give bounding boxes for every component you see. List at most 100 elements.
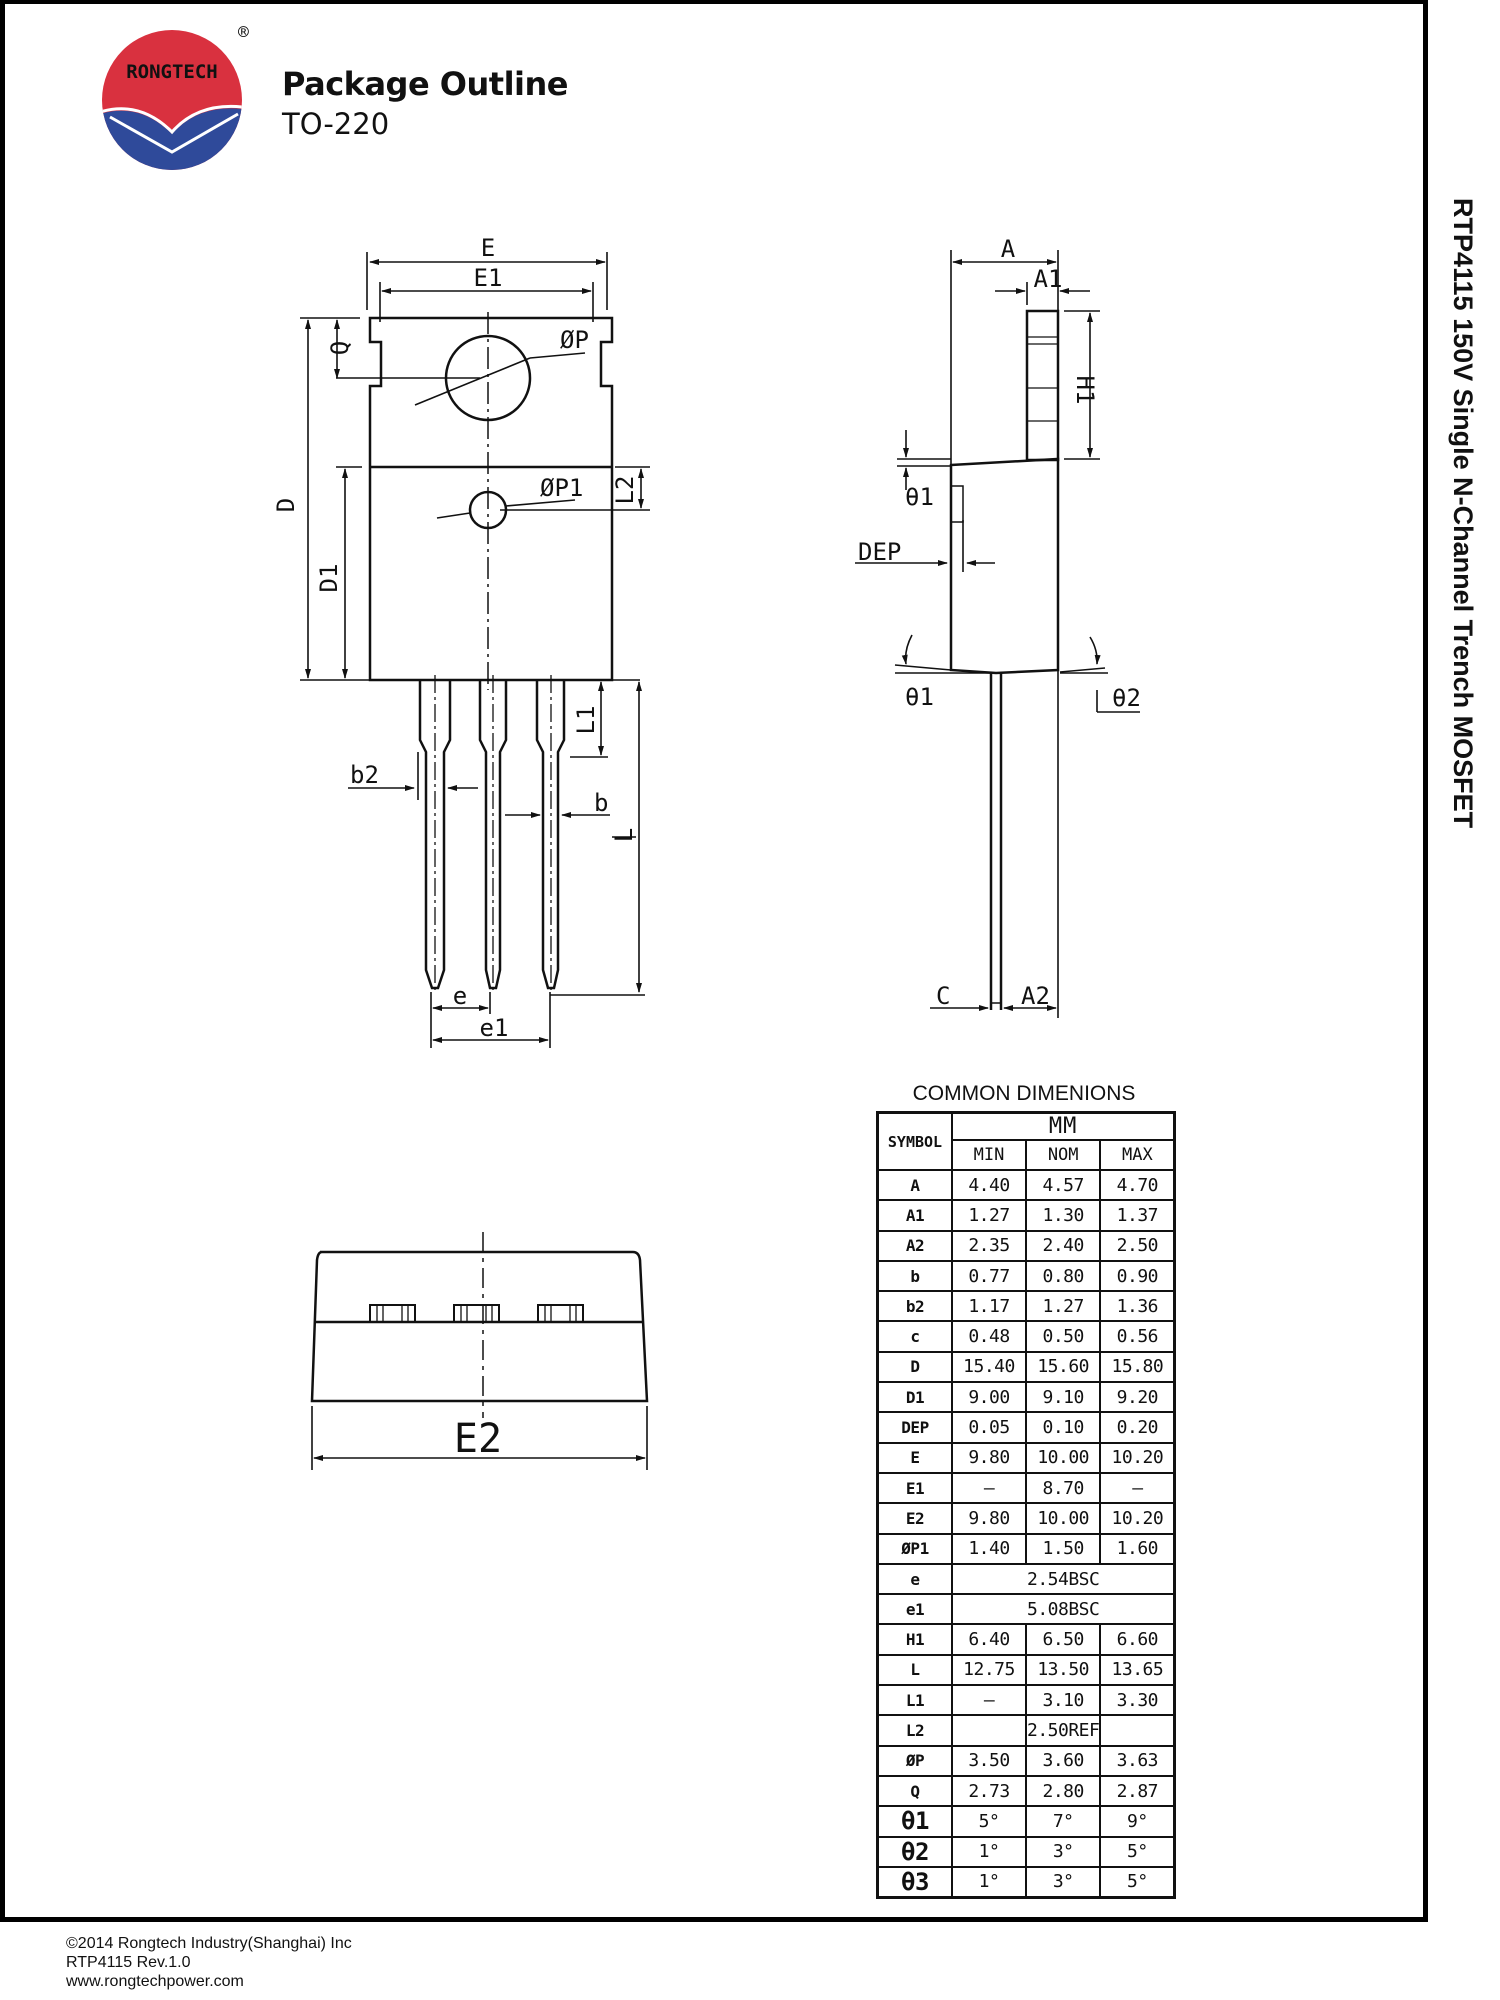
label-DEP: DEP (858, 538, 901, 566)
min-cell: 15.40 (951, 1350, 1027, 1384)
nom-cell: 15.60 (1024, 1350, 1102, 1384)
symbol-cell: E2 (876, 1502, 953, 1535)
table-row: E1–8.70– (876, 1471, 1176, 1505)
max-cell: 3.63 (1099, 1744, 1176, 1777)
page-title: Package Outline (282, 65, 568, 103)
label-P1: ØP1 (540, 474, 583, 502)
min-cell: 9.00 (951, 1381, 1027, 1414)
max-cell: 15.80 (1099, 1350, 1176, 1384)
nom-cell: 2.80 (1024, 1774, 1102, 1808)
label-L: L (610, 828, 638, 842)
label-H1: H1 (1071, 376, 1099, 405)
max-cell: 6.60 (1099, 1623, 1176, 1656)
nom-cell: 10.00 (1024, 1502, 1102, 1535)
website-link[interactable]: www.rongtechpower.com (66, 1973, 244, 1990)
label-e: e (453, 982, 467, 1010)
nom-cell: 9.10 (1024, 1381, 1102, 1414)
min-cell: – (951, 1471, 1027, 1505)
nom-cell: 3.10 (1024, 1684, 1102, 1717)
symbol-cell: E (876, 1441, 953, 1474)
rongtech-logo: RONGTECH ® (102, 22, 249, 170)
min-cell: – (951, 1684, 1027, 1717)
nom-cell: 13.50 (1024, 1653, 1102, 1687)
nom-cell: 1.30 (1024, 1199, 1102, 1232)
nom-cell: 3° (1024, 1865, 1102, 1899)
front-view-labels: E E1 ØP ØP1 D D1 Q L2 L1 L b2 b e e1 (272, 234, 639, 1042)
label-theta1-bottom: θ1 (905, 683, 934, 711)
min-cell (951, 1714, 1027, 1747)
max-header: MAX (1099, 1139, 1176, 1171)
label-b: b (594, 789, 608, 817)
max-cell: 2.50 (1099, 1229, 1176, 1262)
symbol-cell: ØP1 (876, 1532, 953, 1565)
symbol-cell: D1 (876, 1381, 953, 1414)
label-theta2: θ2 (1112, 684, 1141, 712)
side-view-labels: A A1 H1 θ1 DEP θ1 θ2 C A2 (858, 235, 1141, 1010)
symbol-cell: b (876, 1259, 953, 1293)
revision: RTP4115 Rev.1.0 (66, 1954, 191, 1971)
value-cell-span: 2.54BSC (951, 1562, 1176, 1596)
symbol-cell: A1 (876, 1199, 953, 1232)
min-cell: 2.73 (951, 1774, 1027, 1808)
symbol-cell: H1 (876, 1623, 953, 1656)
symbol-cell: D (876, 1350, 953, 1384)
symbol-cell: Q (876, 1774, 953, 1808)
nom-cell: 0.10 (1024, 1411, 1102, 1444)
table-caption: COMMON DIMENIONS (912, 1082, 1136, 1105)
label-b2: b2 (350, 761, 379, 789)
footer: ©2014 Rongtech Industry(Shanghai) Inc RT… (66, 1934, 352, 1991)
label-E1: E1 (474, 264, 503, 292)
label-A2: A2 (1021, 982, 1050, 1010)
min-cell: 3.50 (951, 1744, 1027, 1777)
max-cell: 9.20 (1099, 1381, 1176, 1414)
bottom-view (310, 1232, 649, 1418)
copyright: ©2014 Rongtech Industry(Shanghai) Inc (66, 1935, 352, 1952)
max-cell: 0.20 (1099, 1411, 1176, 1444)
nom-cell: 7° (1024, 1805, 1102, 1838)
max-cell: 4.70 (1099, 1168, 1176, 1202)
label-L2: L2 (611, 476, 639, 505)
bottom-view-dimensions (311, 1406, 648, 1470)
min-header: MIN (951, 1139, 1027, 1171)
value-cell-span: 5.08BSC (951, 1593, 1176, 1626)
symbol-cell: E1 (876, 1471, 953, 1505)
page-frame (0, 0, 1428, 1922)
side-view-dimensions (855, 250, 1140, 1018)
min-cell: 12.75 (951, 1653, 1027, 1687)
min-cell: 9.80 (951, 1502, 1027, 1535)
label-A: A (1001, 235, 1016, 263)
max-cell: 10.20 (1099, 1502, 1176, 1535)
label-D: D (272, 498, 300, 512)
min-cell: 0.05 (951, 1411, 1027, 1444)
min-cell: 0.48 (951, 1320, 1027, 1353)
label-Q: Q (326, 341, 354, 355)
max-cell: 13.65 (1099, 1653, 1176, 1687)
min-cell: 1.40 (951, 1532, 1027, 1565)
label-P: ØP (560, 326, 589, 354)
max-cell: 5° (1099, 1835, 1176, 1868)
max-cell: 0.56 (1099, 1320, 1176, 1353)
label-D1: D1 (315, 564, 343, 593)
label-e1: e1 (480, 1014, 509, 1042)
symbol-cell: c (876, 1320, 953, 1353)
symbol-cell: e1 (876, 1593, 953, 1626)
max-cell: – (1099, 1471, 1176, 1505)
max-cell: 0.90 (1099, 1259, 1176, 1293)
header-title-block: Package Outline TO-220 (282, 64, 568, 142)
symbol-cell: L2 (876, 1714, 953, 1747)
